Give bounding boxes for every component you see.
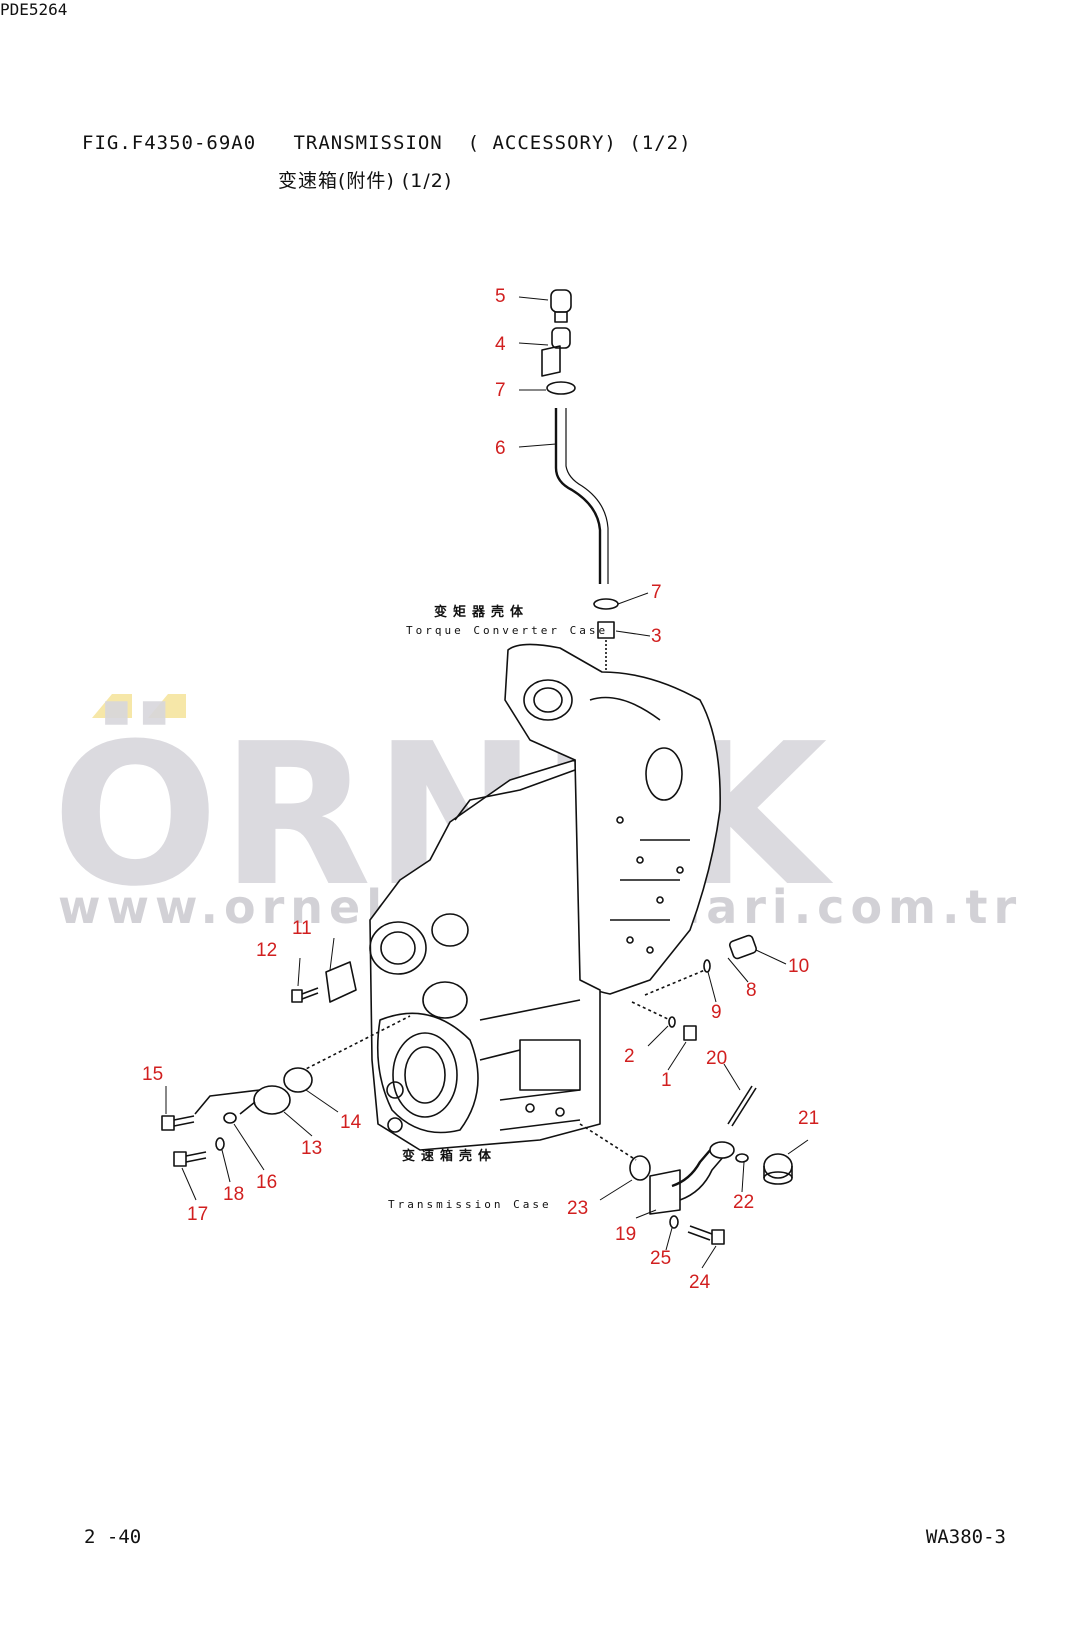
callout-3: 3: [651, 626, 662, 647]
callout-5: 5: [495, 286, 506, 307]
callout-17: 17: [187, 1204, 208, 1225]
part-16-washer: [223, 1112, 237, 1124]
torque-converter-case-label-cn: 变矩器壳体: [434, 604, 529, 620]
part-7-clamp-lower: [593, 598, 619, 610]
part-17-bolt: [173, 1151, 207, 1167]
callout-2: 2: [624, 1046, 635, 1067]
part-7-clamp: [546, 381, 576, 395]
callout-25: 25: [650, 1248, 671, 1269]
part-18-washer: [215, 1137, 225, 1151]
drawing-code: PDE5264: [0, 0, 68, 19]
part-23-gasket: [629, 1155, 651, 1181]
part-14-gasket: [283, 1067, 313, 1093]
part-24-bolt: [687, 1225, 725, 1245]
callout-20: 20: [706, 1048, 727, 1069]
page-number: 2 -40: [84, 1526, 142, 1548]
callout-14: 14: [340, 1112, 362, 1133]
callout-8: 8: [746, 980, 757, 1001]
callout-10: 10: [788, 956, 809, 977]
callout-16: 16: [256, 1172, 277, 1193]
transmission-case-label-en: Transmission Case: [388, 1198, 552, 1211]
part-15-bolt: [161, 1115, 195, 1131]
part-6-tube: [554, 408, 602, 584]
figure-title-chinese: 变速箱(附件) (1/2): [278, 170, 453, 192]
callout-11: 11: [292, 918, 312, 939]
callout-6: 6: [495, 438, 506, 459]
part-11-plate: [325, 961, 357, 1003]
torque-converter-case-label-en: Torque Converter Case: [406, 624, 608, 637]
callout-23: 23: [567, 1198, 588, 1219]
model-code: WA380-3: [925, 1526, 1006, 1548]
part-10-sensor: [728, 934, 758, 960]
part-25-washer: [669, 1215, 679, 1229]
part-2-o-ring: [668, 1016, 676, 1028]
callout-19: 19: [615, 1224, 636, 1245]
callout-7-lower: 7: [651, 582, 662, 603]
part-13-cover: [194, 1085, 291, 1115]
callout-13: 13: [301, 1138, 322, 1159]
transmission-case-label-cn: 变速箱壳体: [402, 1148, 497, 1164]
part-12-bolt: [291, 987, 319, 1003]
part-20-dipstick: [727, 1085, 757, 1127]
callout-22: 22: [733, 1192, 754, 1213]
callout-9: 9: [711, 1002, 722, 1023]
part-4-bracket: [541, 327, 571, 377]
callout-12: 12: [256, 940, 277, 961]
callout-21: 21: [798, 1108, 819, 1129]
torque-converter-case: [504, 643, 721, 995]
part-22-o-ring: [735, 1153, 749, 1163]
callout-24: 24: [689, 1272, 711, 1293]
callout-18: 18: [223, 1184, 244, 1205]
callout-1: 1: [661, 1070, 672, 1091]
transmission-case: [369, 759, 601, 1151]
callout-7: 7: [495, 380, 506, 401]
part-21-cap: [763, 1153, 793, 1185]
watermark-umlaut-icon: [92, 694, 186, 718]
part-1-plug: [683, 1025, 697, 1041]
figure-title: FIG.F4350-69A0 TRANSMISSION ( ACCESSORY)…: [82, 132, 692, 154]
part-19-filler-tube: [649, 1141, 735, 1215]
part-5-cap: [550, 289, 572, 323]
callout-15: 15: [142, 1064, 163, 1085]
part-9-o-ring: [703, 959, 711, 973]
callout-4: 4: [495, 334, 506, 355]
